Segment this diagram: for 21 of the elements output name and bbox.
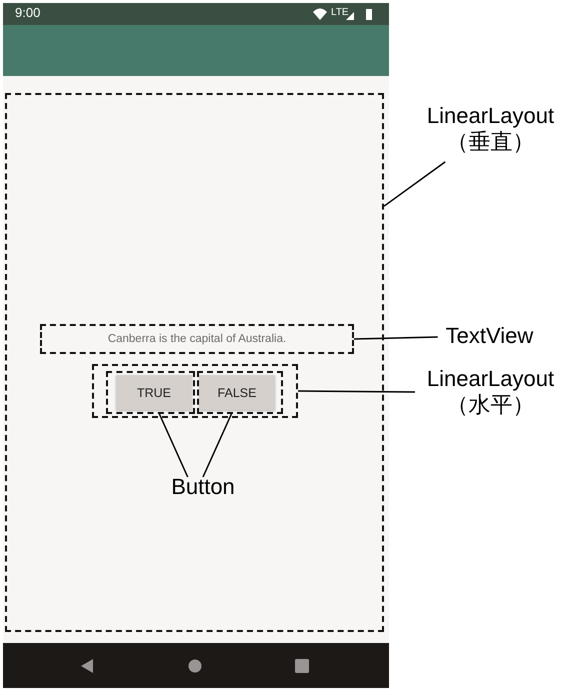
leader-line: [354, 336, 438, 340]
callout-label: LinearLayout: [426, 366, 556, 392]
callout-label: Button: [170, 474, 236, 500]
callout-label: （水平）: [446, 392, 536, 418]
callout-label: （垂直）: [446, 129, 536, 155]
network-type: LTE: [331, 7, 349, 18]
layout-outline: [92, 364, 298, 418]
text-view-outline: [40, 324, 354, 354]
leader-line: [298, 390, 415, 393]
text-view-text: Canberra is the capital of Australia.: [106, 333, 288, 345]
leader-line: [202, 414, 232, 478]
clock-time: 9:00: [15, 6, 40, 20]
leader-line: [384, 161, 446, 207]
callout-label: LinearLayout: [426, 103, 556, 129]
button: TRUE: [116, 375, 192, 410]
layout-outline: [5, 93, 384, 632]
callout-label: TextView: [444, 323, 534, 349]
button-outline: [197, 371, 283, 414]
button-outline: [106, 371, 195, 414]
button: FALSE: [199, 375, 275, 410]
leader-line: [158, 414, 188, 478]
